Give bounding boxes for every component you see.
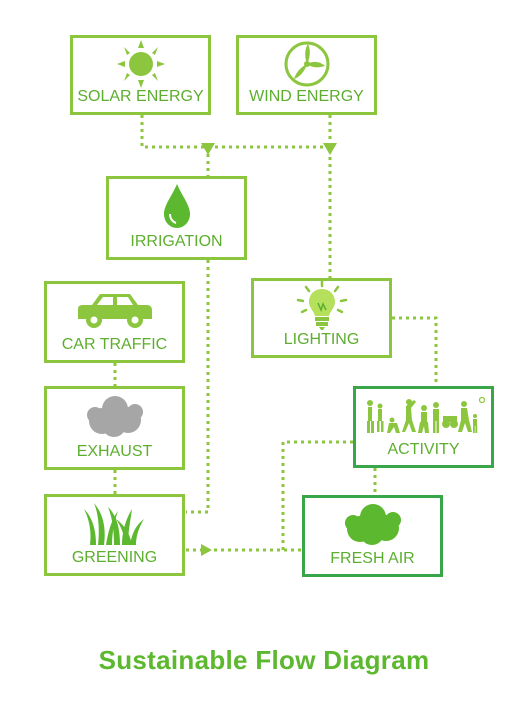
arrowhead-to-lighting (323, 143, 337, 155)
wind-energy-label: WIND ENERGY (249, 88, 364, 105)
car-traffic-label: CAR TRAFFIC (61, 336, 168, 353)
sun-icon (111, 38, 171, 88)
exhaust-node: EXHAUST (44, 386, 185, 470)
greening-label: GREENING (71, 549, 158, 566)
connector-irrigation-to-greening (186, 260, 210, 514)
activity-node: ACTIVITY (353, 386, 494, 468)
lighting-label: LIGHTING (283, 331, 360, 348)
grass-icon (82, 497, 148, 549)
wind-energy-node: WIND ENERGY (236, 35, 377, 115)
people-icon (362, 389, 486, 441)
wind-turbine-icon (280, 38, 334, 88)
connector-lighting-to-activity (392, 316, 438, 386)
car-icon (74, 284, 156, 336)
connector-activity-to-greening-line (281, 440, 353, 550)
irrigation-node: IRRIGATION (106, 176, 247, 260)
diagram-title: Sustainable Flow Diagram (98, 645, 430, 675)
activity-label: ACTIVITY (387, 441, 460, 458)
water-drop-icon (160, 179, 194, 233)
light-bulb-icon (294, 279, 350, 331)
lighting-node: LIGHTING (251, 278, 392, 358)
solar-energy-node: SOLAR ENERGY (70, 35, 211, 115)
cloud-icon (82, 389, 148, 443)
fresh-air-node: FRESH AIR (302, 495, 443, 577)
exhaust-label: EXHAUST (76, 443, 153, 460)
connector-solar-to-wind-junction (140, 115, 330, 149)
solar-energy-label: SOLAR ENERGY (77, 88, 204, 105)
green-cloud-icon (340, 498, 406, 550)
car-traffic-node: CAR TRAFFIC (44, 281, 185, 363)
irrigation-label: IRRIGATION (130, 233, 223, 250)
arrowhead-to-irrigation (201, 143, 215, 155)
arrowhead-to-fresh-air (201, 544, 212, 556)
greening-node: GREENING (44, 494, 185, 576)
fresh-air-label: FRESH AIR (330, 550, 415, 567)
